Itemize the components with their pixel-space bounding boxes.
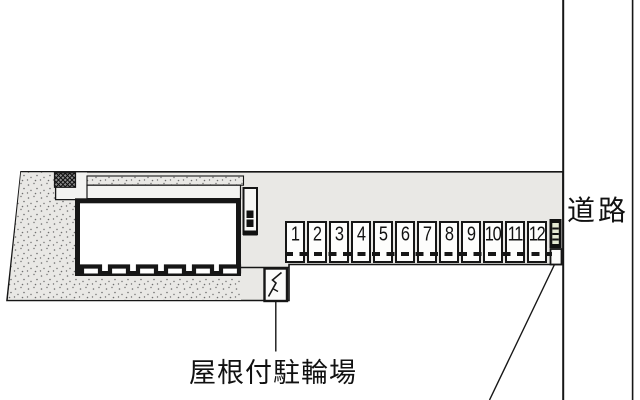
parking-space-number: 9 xyxy=(467,223,476,246)
parking-space-8: 8 xyxy=(439,221,459,263)
parking-space-number: 8 xyxy=(445,223,454,246)
parking-space-7: 7 xyxy=(417,221,437,263)
parking-space-number: 5 xyxy=(379,223,388,246)
parking-space-11: 11 xyxy=(505,221,525,263)
building xyxy=(75,198,242,276)
ground-texture-bottom xyxy=(75,278,241,300)
ground-texture-left xyxy=(7,172,75,300)
parking-space-number: 6 xyxy=(401,223,410,246)
parking-space-number: 4 xyxy=(357,223,366,246)
parking-space-1: 1 xyxy=(285,221,305,263)
parking-space-number: 7 xyxy=(423,223,432,246)
entrance-hatch-icon xyxy=(53,172,77,188)
stairs-icon xyxy=(242,187,258,236)
parking-space-6: 6 xyxy=(395,221,415,263)
entry-area-outline xyxy=(54,187,77,201)
parking-space-12: 12 xyxy=(527,221,547,263)
parking-space-number: 12 xyxy=(529,223,546,246)
parking-space-number: 11 xyxy=(507,223,524,246)
parking-dashed-line xyxy=(285,252,552,256)
balcony-strip xyxy=(86,175,245,186)
bicycle-parking-symbol-icon xyxy=(263,267,289,303)
building-balcony-teeth xyxy=(76,264,242,276)
parking-space-number: 3 xyxy=(335,223,344,246)
parking-space-2: 2 xyxy=(307,221,327,263)
parking-space-10: 10 xyxy=(483,221,503,263)
parking-space-3: 3 xyxy=(329,221,349,263)
parking-space-4: 4 xyxy=(351,221,371,263)
parking-space-5: 5 xyxy=(373,221,393,263)
parking-space-number: 2 xyxy=(313,223,322,246)
parking-space-number: 1 xyxy=(291,223,300,246)
corridor xyxy=(86,184,242,200)
road-label: 道路 xyxy=(567,195,630,226)
meter-box-icon xyxy=(549,219,563,266)
diagonal-leader-line xyxy=(488,264,556,400)
bicycle-parking-label: 屋根付駐輪場 xyxy=(189,358,357,388)
parking-space-9: 9 xyxy=(461,221,481,263)
parking-space-number: 10 xyxy=(485,223,502,246)
